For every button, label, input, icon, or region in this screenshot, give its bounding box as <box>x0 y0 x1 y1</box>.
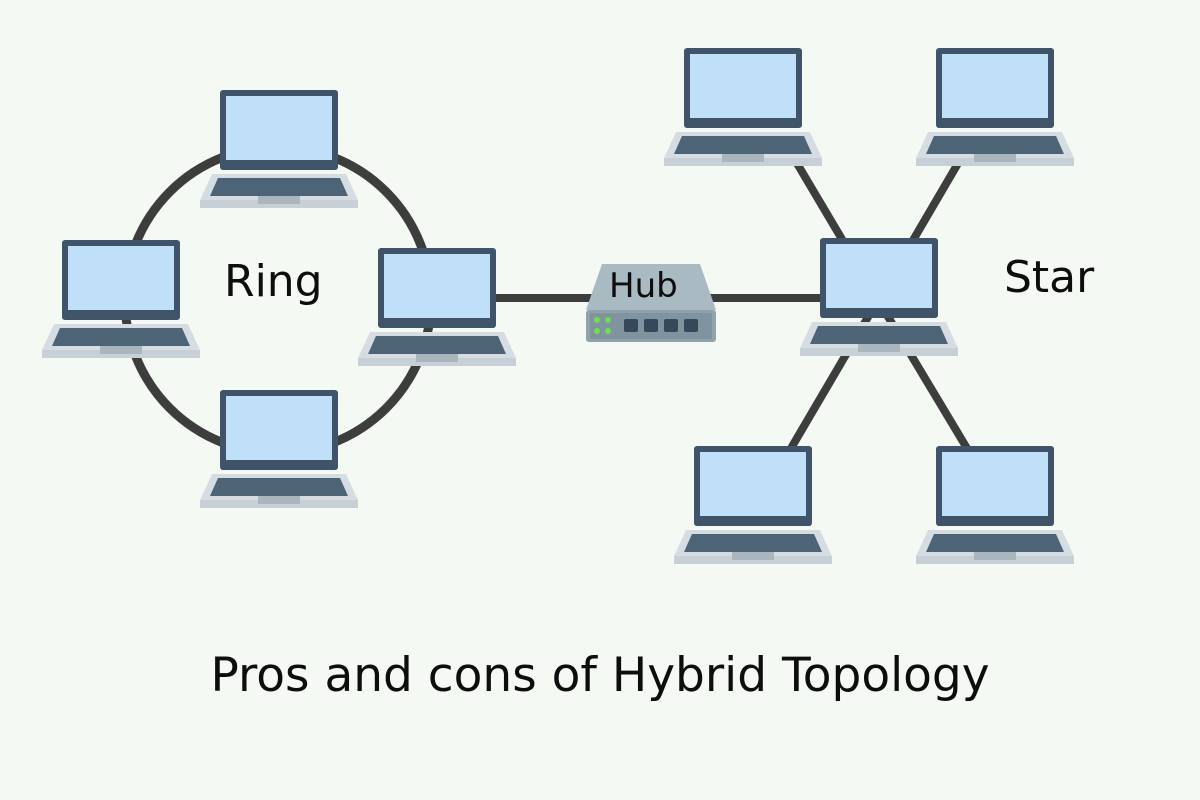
ring-label: Ring <box>224 256 323 307</box>
ring-laptop-left-icon <box>42 240 200 358</box>
star-label: Star <box>1004 252 1095 303</box>
star-laptop-bottom-right-icon <box>916 446 1074 564</box>
hub-icon <box>586 264 716 342</box>
page-title: Pros and cons of Hybrid Topology <box>210 648 990 703</box>
ring-laptop-bottom-icon <box>200 390 358 508</box>
star-laptop-top-right-icon <box>916 48 1074 166</box>
star-laptop-top-left-icon <box>664 48 822 166</box>
ring-laptop-top-icon <box>200 90 358 208</box>
star-laptop-center-icon <box>800 238 958 356</box>
hub-label: Hub <box>609 266 678 306</box>
star-laptop-bottom-left-icon <box>674 446 832 564</box>
ring-laptop-right-icon <box>358 248 516 366</box>
